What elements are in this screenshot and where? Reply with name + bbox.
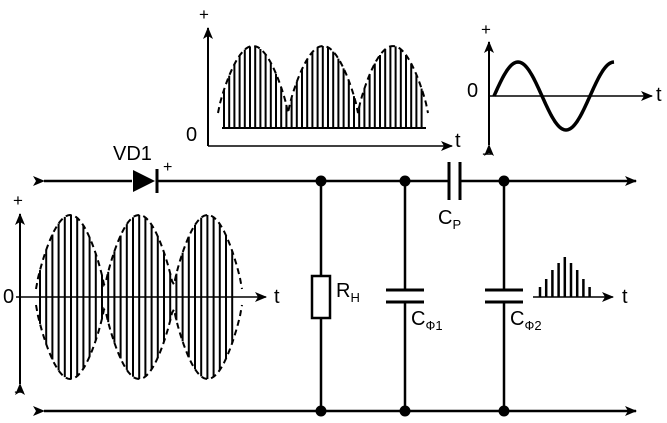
cf1-label: CФ1 (411, 308, 443, 333)
rectified-envelope (217, 45, 429, 114)
diode-polarity: + (163, 159, 172, 176)
rectified-axis-t-label: t (455, 130, 461, 152)
diode-vd1: VD1 + (113, 143, 172, 193)
diode-label: VD1 (113, 143, 152, 165)
input-envelope-top (35, 213, 243, 290)
sine-axis-plus: + (481, 20, 491, 39)
resistor-rh (310, 274, 332, 320)
sine-axis-minus: − (482, 144, 493, 164)
input-axis-plus: + (13, 191, 23, 210)
rectified-pulse-lines (223, 46, 423, 128)
junctions (315, 175, 510, 417)
junction-dot (498, 175, 510, 187)
junction-dot (399, 405, 411, 417)
junction-dot (315, 405, 327, 417)
sine-axis-zero: 0 (467, 80, 478, 102)
junction-dot (315, 175, 327, 187)
junction-dot (498, 405, 510, 417)
rectified-axis-zero: 0 (186, 124, 197, 146)
cp-label: CР (438, 207, 461, 232)
capacitor-cf1 (386, 288, 424, 304)
input-am-waveform: + − 0 t (3, 191, 280, 402)
input-carrier-lines (39, 215, 234, 379)
circuit-wires (33, 176, 637, 416)
rectified-axis-plus: + (199, 5, 209, 24)
rh-label: RН (336, 280, 360, 305)
junction-dot (399, 175, 411, 187)
input-axis-t-label: t (274, 286, 280, 308)
pulse-lines (538, 257, 591, 297)
sine-output-waveform: + − 0 t (467, 20, 662, 164)
capacitor-cf2 (485, 288, 523, 304)
sine-curve (492, 60, 615, 132)
input-axis-minus: − (14, 382, 25, 402)
pulse-output-waveform: t (533, 257, 628, 308)
capacitor-cp (447, 162, 462, 200)
rectified-waveform: + 0 t (186, 5, 461, 152)
pulse-axis-t-label: t (622, 286, 628, 308)
sine-axis-t-label: t (656, 84, 662, 106)
cf2-label: CФ2 (510, 308, 542, 333)
input-axis-zero: 0 (3, 286, 14, 308)
diode-triangle (133, 170, 155, 192)
input-envelope-bottom (35, 304, 243, 381)
